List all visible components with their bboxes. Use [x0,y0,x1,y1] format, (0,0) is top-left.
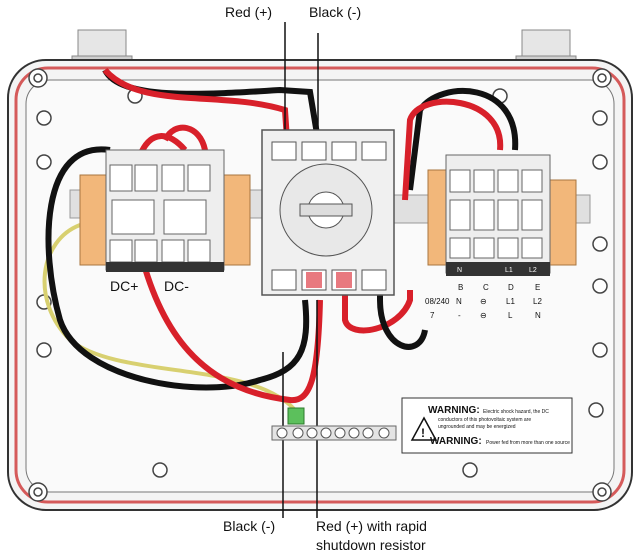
table-header-b: B [458,283,463,292]
warning-text-1c: ungrounded and may be energized [438,424,516,430]
table-r1-c3: L1 [506,297,515,306]
label-dc-minus: DC- [164,278,189,294]
table-r2-c0: 7 [430,311,435,320]
callout-top-red: Red (+) [225,4,273,20]
warning-text-1a: Electric shock hazard, the DC [483,409,549,415]
table-r1-c1: N [456,297,462,306]
red-wire-right-bottom [342,290,413,334]
table-r1-c4: L2 [533,297,542,306]
terminal-n: N [457,267,462,274]
terminal-l1: L1 [505,267,513,274]
table-r2-c4: N [535,311,541,320]
callout-bottom-red-line2: shutdown resistor [316,537,426,553]
warning-title-1: WARNING: [428,405,480,416]
terminal-l2: L2 [529,267,537,274]
ground-bus-bar [271,407,397,441]
table-r1-c0: 08/240 [425,297,450,306]
callout-top-black: Black (-) [309,4,362,20]
callout-bottom-black: Black (-) [223,518,276,534]
warning-label: ! WARNING: Electric shock hazard, the DC… [401,397,573,454]
wiring-table: B C D E 08/240 N ⊖ L1 L2 7 - ⊖ L N [425,283,542,320]
red-wire-left-loop [130,133,323,404]
table-header-d: D [508,283,514,292]
table-header-c: C [483,283,489,292]
svg-text:!: ! [421,426,425,440]
red-wire-dc-minus [162,124,208,151]
dc-terminal-block [79,149,251,272]
ac-terminal-block [427,154,577,276]
table-header-e: E [535,283,540,292]
warning-text-1b: conductors of this photovoltaic system a… [438,417,531,423]
warning-title-2: WARNING: [430,436,482,447]
black-wire-left-loop [45,146,310,391]
black-wire-right-bottom [377,290,428,350]
disconnect-switch [261,129,395,296]
red-wire-top [102,67,290,141]
table-r1-c2: ⊖ [480,297,487,306]
table-r2-c2: ⊖ [480,311,487,320]
table-r2-c1: - [458,311,461,320]
table-r2-c3: L [508,311,513,320]
red-wire-right-top [402,98,504,201]
label-dc-plus: DC+ [110,278,138,294]
callout-bottom-red-line1: Red (+) with rapid [316,518,427,534]
warning-text-2: Power fed from more than one source [486,440,570,446]
warning-triangle-icon [410,416,438,441]
